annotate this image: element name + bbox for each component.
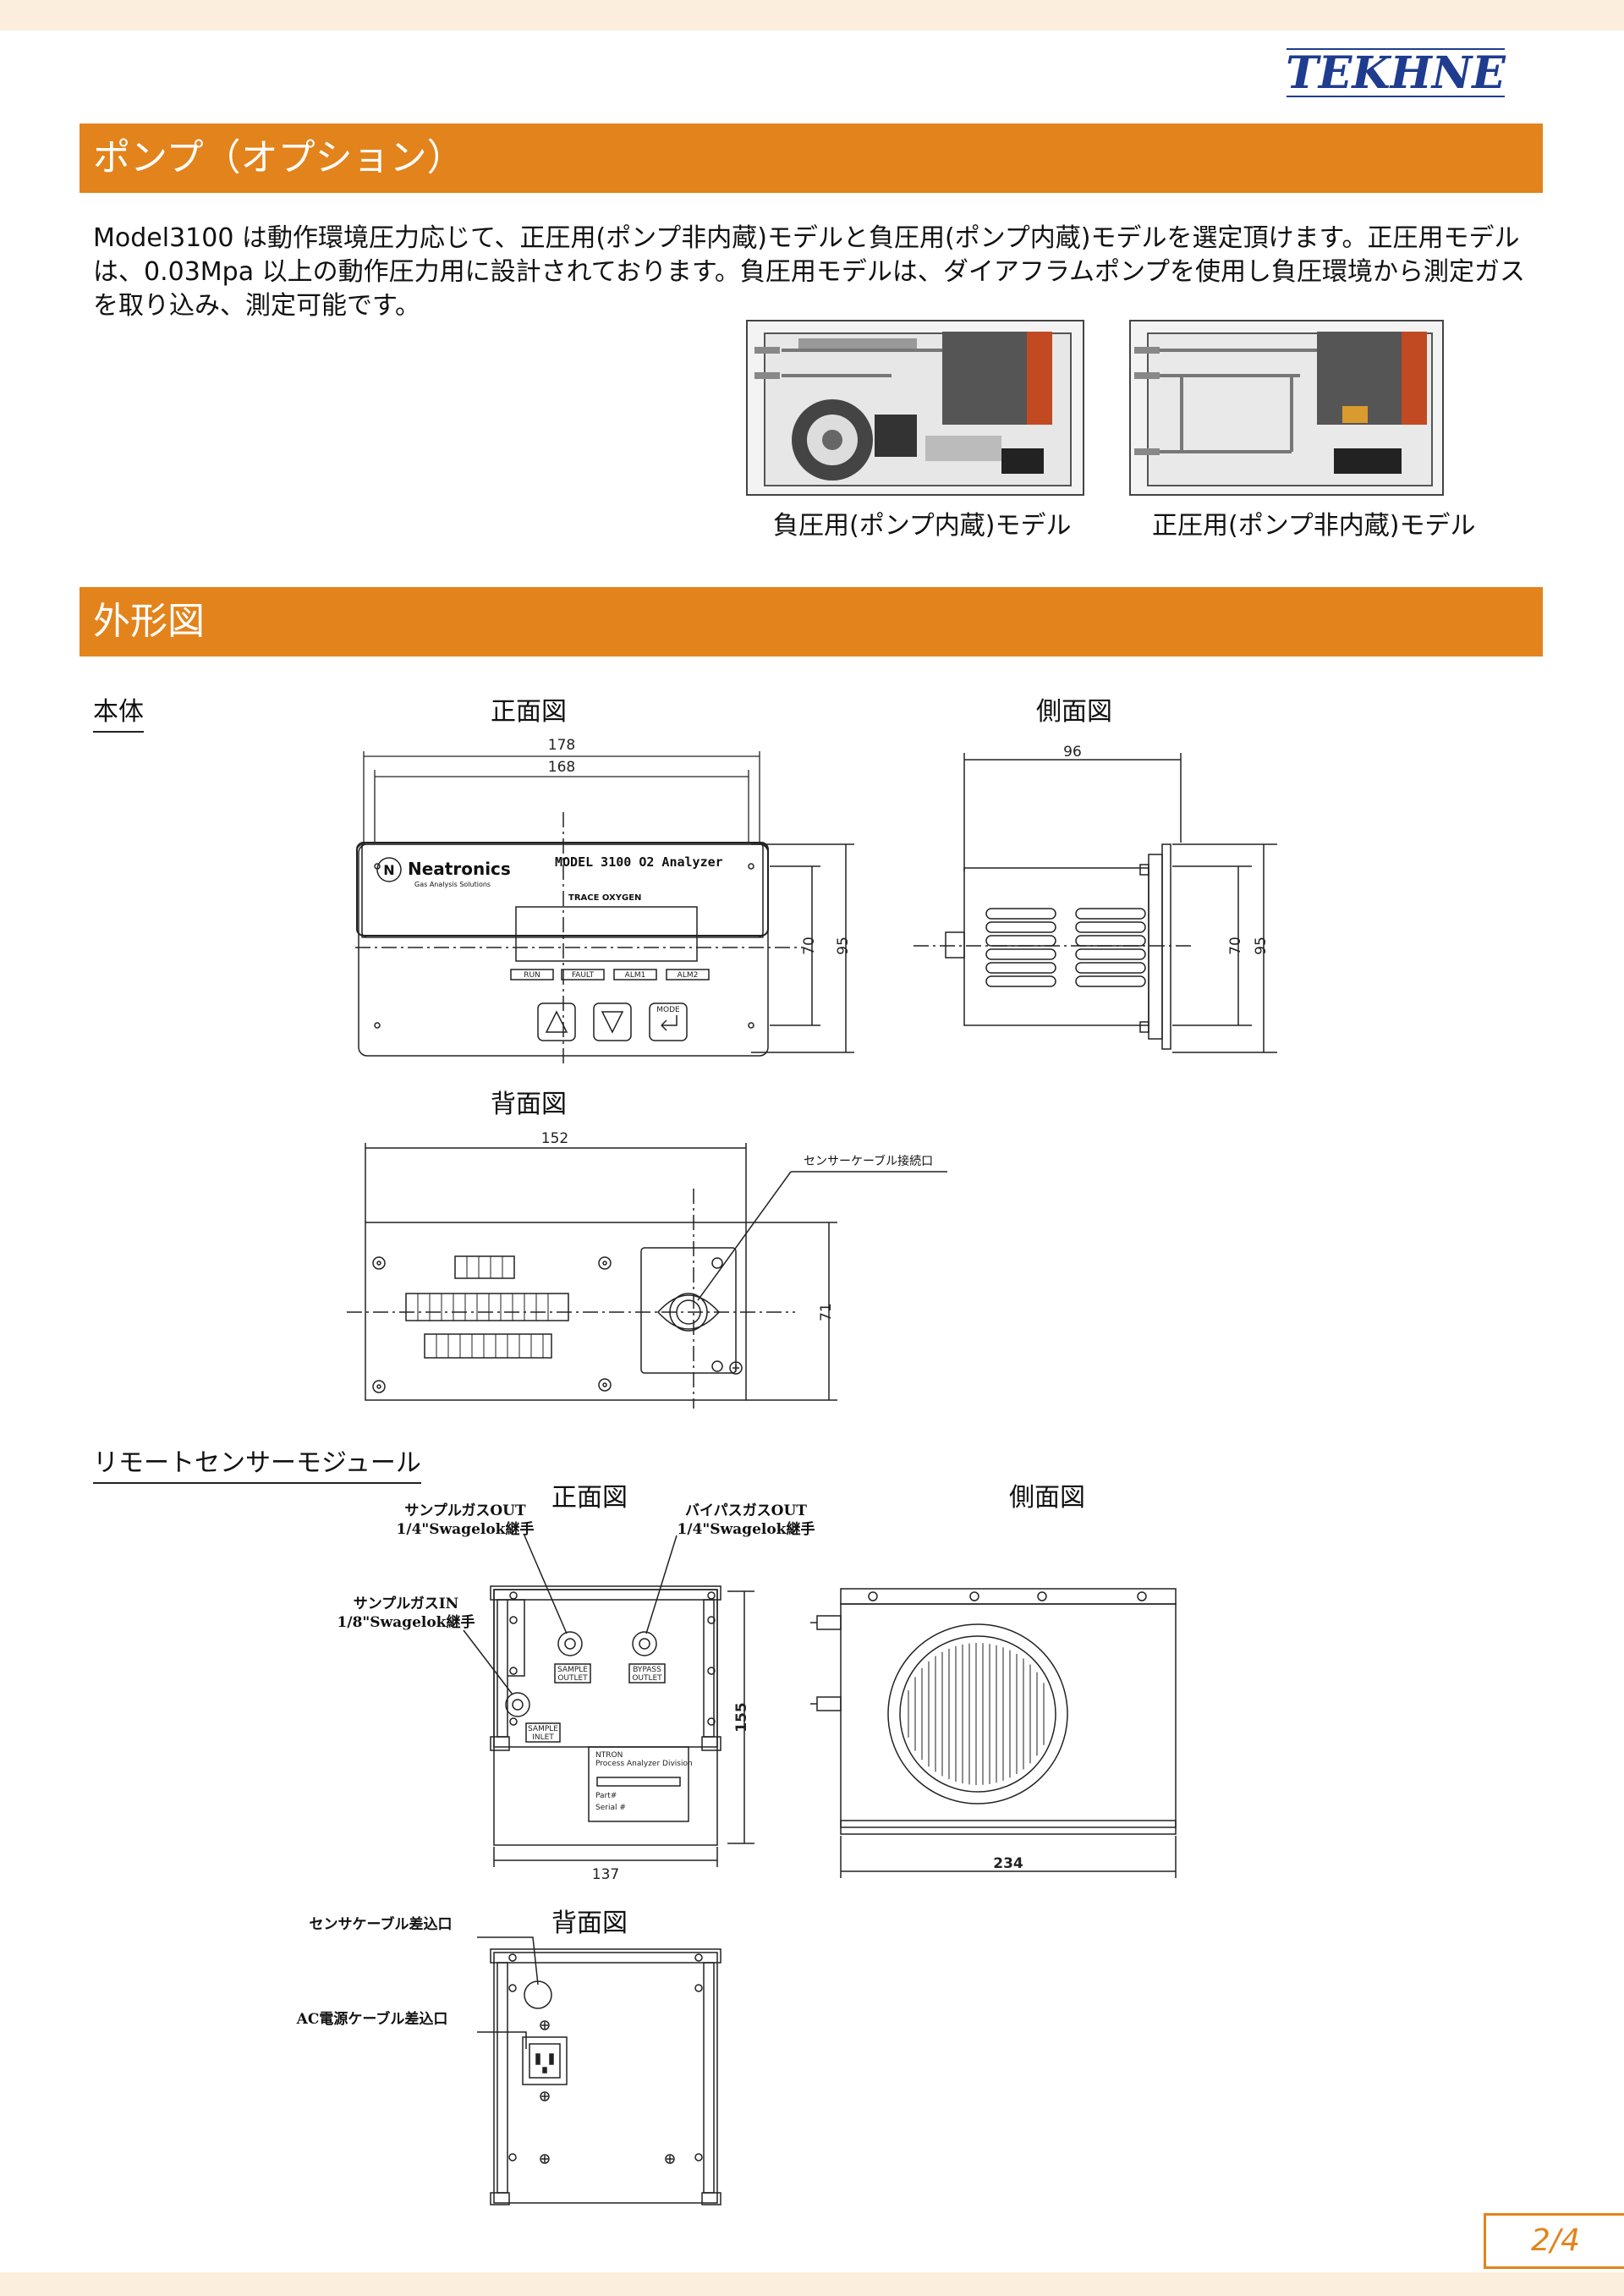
back-dim-width-152: 152 — [541, 1130, 568, 1147]
tag-sample-outlet-1: SAMPLE — [557, 1666, 588, 1674]
tag-sample-outlet-2: OUTLET — [557, 1674, 588, 1683]
note-sample-gas-in: サンプルガスIN — [354, 1595, 458, 1612]
drawing-main-back: 152 71 センサーケーブル接続口 — [347, 1121, 973, 1409]
label-remote-front-view: 正面図 — [551, 1483, 628, 1513]
plate-serial: Serial # — [595, 1804, 626, 1812]
label-back-view: 背面図 — [491, 1090, 567, 1119]
side-dim-height-95: 95 — [1253, 937, 1270, 955]
subheading-remote-sensor: リモートセンサーモジュール — [93, 1442, 421, 1484]
tag-bypass-outlet-1: BYPASS — [633, 1666, 661, 1674]
label-remote-back-view: 背面図 — [551, 1909, 628, 1938]
note-sample-gas-in-fitting: 1/8"Swagelok継手 — [337, 1613, 475, 1631]
dim-height-95: 95 — [835, 937, 852, 955]
note-sensor-cable-port: センサケーブル差込口 — [310, 1915, 453, 1933]
top-decor-band — [0, 0, 1624, 30]
remote-dim-width-234: 234 — [993, 1855, 1023, 1872]
tag-bypass-outlet-2: OUTLET — [632, 1674, 662, 1683]
subheading-main-unit: 本体 — [93, 690, 144, 733]
note-ac-cable-port: AC電源ケーブル差込口 — [296, 2010, 448, 2028]
led-alm1: ALM1 — [625, 971, 646, 980]
bottom-decor-band — [0, 2272, 1624, 2296]
page-number: 2/4 — [1484, 2213, 1624, 2269]
drawing-remote-front: サンプルガスOUT 1/4"Swagelok継手 バイパスガスOUT 1/4"S… — [321, 1493, 829, 1882]
section-title-pump: ポンプ（オプション） — [80, 124, 1543, 193]
remote-dim-height-155: 155 — [733, 1702, 750, 1733]
photo-positive-pressure-model — [1129, 320, 1444, 496]
plate-brand: NTRON — [595, 1751, 623, 1760]
drawing-remote-side: 234 — [804, 1574, 1226, 1887]
plate-part: Part# — [595, 1792, 617, 1800]
brand-logo-n: N — [383, 862, 394, 878]
dim-width-178: 178 — [548, 737, 575, 754]
note-bypass-gas-out: バイパスガスOUT — [685, 1502, 807, 1519]
dim-height-70: 70 — [801, 937, 818, 955]
label-side-view: 側面図 — [1036, 697, 1112, 727]
led-alm2: ALM2 — [678, 971, 699, 980]
remote-dim-width-137: 137 — [592, 1866, 619, 1882]
note-sample-gas-out-fitting: 1/4"Swagelok継手 — [397, 1520, 535, 1538]
led-fault: FAULT — [572, 971, 595, 980]
plate-division: Process Analyzer Division — [595, 1760, 693, 1768]
dim-width-168: 168 — [548, 759, 575, 776]
sensor-cable-port-label: センサーケーブル接続口 — [804, 1154, 933, 1168]
front-brand-text: Neatronics — [408, 859, 511, 879]
label-front-view: 正面図 — [491, 697, 567, 727]
section-title-outline: 外形図 — [80, 587, 1543, 656]
back-dim-height-71: 71 — [818, 1303, 835, 1321]
mode-label: MODE — [656, 1006, 680, 1014]
front-brand-tagline: Gas Analysis Solutions — [414, 881, 491, 888]
dim-depth-96: 96 — [1063, 744, 1082, 761]
note-bypass-gas-out-fitting: 1/4"Swagelok継手 — [678, 1520, 815, 1538]
label-remote-side-view: 側面図 — [1009, 1483, 1085, 1513]
tag-sample-inlet-2: INLET — [532, 1733, 554, 1742]
side-dim-height-70: 70 — [1227, 937, 1244, 955]
caption-positive-model: 正圧用(ポンプ非内蔵)モデル — [1152, 511, 1476, 541]
pump-intro-text: Model3100 は動作環境圧力応じて、正圧用(ポンプ非内蔵)モデルと負圧用(… — [93, 223, 1526, 321]
photo-negative-pressure-model — [746, 320, 1084, 496]
logo-text: TEKHNE — [1286, 47, 1506, 99]
drawing-main-side: 96 70 95 — [914, 728, 1277, 1074]
note-sample-gas-out: サンプルガスOUT — [404, 1502, 526, 1519]
tekhne-logo: TEKHNE — [1281, 42, 1510, 103]
front-trace-text: TRACE OXYGEN — [568, 893, 641, 903]
tag-sample-inlet-1: SAMPLE — [528, 1725, 558, 1733]
front-model-text: MODEL 3100 O2 Analyzer — [555, 854, 723, 870]
drawing-remote-back: センサケーブル差込口 AC電源ケーブル差込口 — [279, 1903, 753, 2216]
drawing-main-front: 178 168 70 95 N Neatronics Gas Analysis … — [347, 728, 854, 1074]
caption-negative-model: 負圧用(ポンプ内蔵)モデル — [773, 511, 1072, 541]
led-run: RUN — [524, 971, 540, 980]
